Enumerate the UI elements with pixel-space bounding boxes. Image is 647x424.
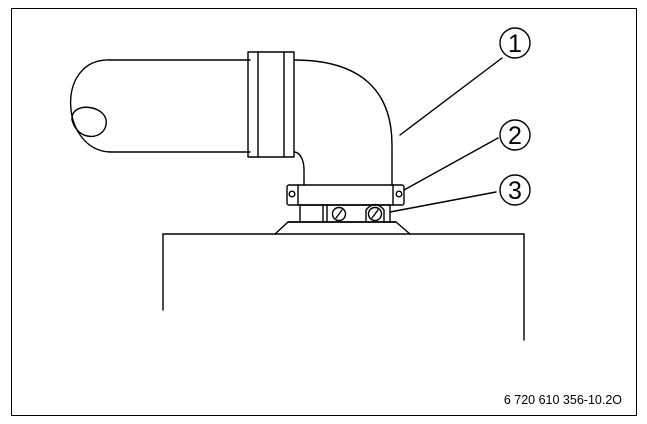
appliance-housing [162,233,525,341]
flue-pipe-elbow [69,51,393,186]
flue-adapter-base [274,203,411,235]
callout-3-label: 3 [508,177,522,205]
connector-clamp [286,184,405,206]
screw-icon [331,206,347,222]
callout-3-circle [499,174,531,206]
screw-icon [395,190,403,198]
callout-2-leader [403,137,499,191]
callout-1-circle [499,27,531,59]
screw-icon [367,206,383,222]
callout-1-leader [399,57,503,136]
callout-1-label: 1 [508,30,522,58]
figure-frame [11,8,637,416]
callout-2-circle [499,119,531,151]
callout-3-leader [389,191,497,213]
callout-2-label: 2 [508,122,522,150]
figure-code: 6 720 610 356-10.2O [504,393,622,407]
screw-icon [288,190,296,198]
